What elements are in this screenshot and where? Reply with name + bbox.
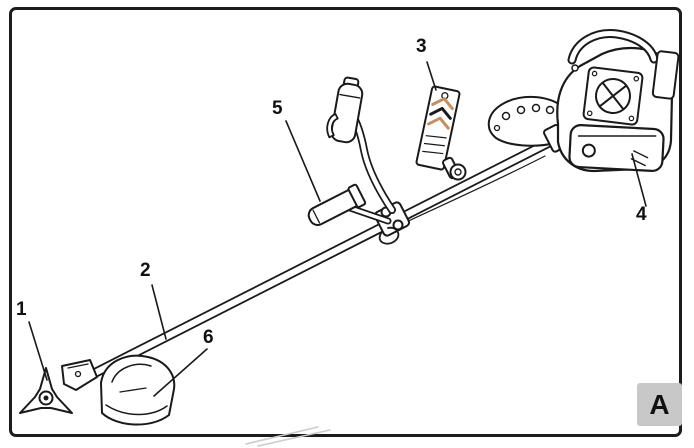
- leader-line-5: [285, 120, 321, 202]
- hang-tag: [415, 85, 461, 174]
- drive-tube: [82, 133, 561, 383]
- leader-line-1: [28, 321, 48, 381]
- leader-line-4: [631, 153, 647, 207]
- leader-lines: [28, 61, 647, 397]
- callout-6: 6: [203, 327, 214, 348]
- callout-2: 2: [140, 260, 151, 281]
- gearbox: [61, 359, 98, 391]
- diagram-border: [9, 7, 682, 437]
- leader-line-3: [426, 61, 437, 91]
- scan-artifact: [245, 426, 331, 447]
- callout-4: 4: [636, 204, 647, 225]
- throttle-handle: [326, 76, 396, 214]
- handle-grip: [307, 183, 392, 226]
- cutting-blade: [19, 367, 73, 414]
- engine-unit: [543, 29, 680, 173]
- carrying-ring: [442, 156, 467, 181]
- callout-1: 1: [16, 299, 27, 320]
- deflector-guard: [100, 354, 176, 426]
- leader-line-2: [151, 284, 167, 340]
- section-label-badge: A: [637, 383, 682, 426]
- leader-line-6: [153, 348, 208, 397]
- callout-5: 5: [272, 98, 283, 119]
- callout-3: 3: [416, 36, 427, 57]
